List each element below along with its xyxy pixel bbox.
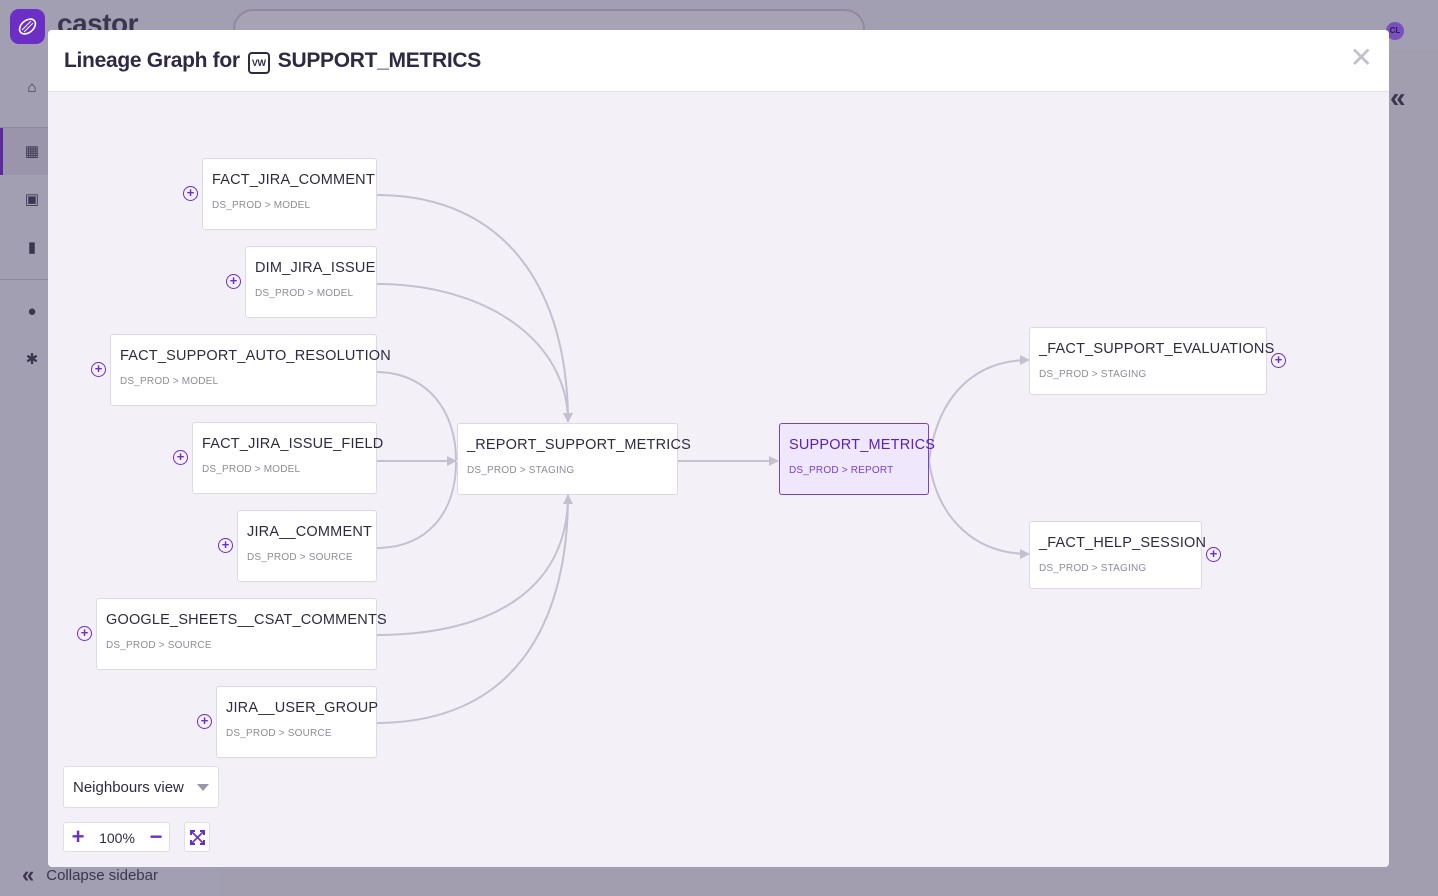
zoom-level: 100% [99,830,135,846]
node-path: DS_PROD > MODEL [120,376,219,387]
chevrons-left-icon: « [22,862,35,887]
modal-title-entity: SUPPORT_METRICS [277,49,482,72]
modal-header: Lineage Graph for VW SUPPORT_METRICS ✕ [48,30,1389,92]
lineage-node[interactable]: _FACT_HELP_SESSION DS_PROD > STAGING [1029,521,1207,589]
lineage-node[interactable]: FACT_JIRA_COMMENT DS_PROD > MODEL [202,158,377,230]
node-path: DS_PROD > STAGING [467,465,575,476]
expand-arrows-icon [190,830,205,845]
book-icon[interactable]: ▮ [27,239,37,256]
edge [928,460,1030,559]
node-name: FACT_JIRA_ISSUE_FIELD [202,436,384,452]
node-path: DS_PROD > SOURCE [106,640,212,651]
lineage-node[interactable]: DIM_JIRA_ISSUE DS_PROD > MODEL [245,246,377,318]
node-path: DS_PROD > SOURCE [226,728,332,739]
dashboard-icon[interactable]: ▣ [24,191,40,208]
node-name: JIRA__COMMENT [247,524,373,540]
node-path: DS_PROD > STAGING [1039,563,1147,574]
node-path: DS_PROD > STAGING [1039,369,1147,380]
edge [375,494,573,724]
lineage-node[interactable]: FACT_SUPPORT_AUTO_RESOLUTION DS_PROD > M… [110,334,391,406]
edge [375,494,569,636]
chevrons-left-icon[interactable]: « [1390,82,1406,113]
node-name: _REPORT_SUPPORT_METRICS [467,437,692,453]
expand-node-icon[interactable]: + [77,626,92,641]
edge [375,371,457,461]
zoom-controls: + 100% − [63,822,170,852]
node-path: DS_PROD > MODEL [255,288,354,299]
table-icon[interactable]: ▦ [24,143,40,160]
close-icon[interactable]: ✕ [1349,42,1373,73]
sidebar-divider [0,279,48,280]
gear-icon[interactable]: ✱ [25,351,39,368]
node-path: DS_PROD > MODEL [212,200,311,211]
avatar[interactable]: CL [1386,22,1404,40]
selected-lineage-node[interactable]: SUPPORT_METRICS DS_PROD > REPORT [779,423,936,495]
sidebar-active-indicator [0,128,48,175]
node-name: _FACT_SUPPORT_EVALUATIONS [1039,341,1275,357]
home-icon[interactable]: ⌂ [27,79,37,96]
collapse-sidebar-button[interactable]: « Collapse sidebar [22,862,158,888]
node-name: _FACT_HELP_SESSION [1039,535,1207,551]
expand-node-icon[interactable]: + [218,538,233,553]
lineage-node[interactable]: FACT_JIRA_ISSUE_FIELD DS_PROD > MODEL [192,422,384,494]
view-mode-select[interactable]: Neighbours view [63,766,219,808]
lineage-graph[interactable]: FACT_JIRA_COMMENT DS_PROD > MODEL + DIM_… [48,92,1389,867]
zoom-out-button[interactable]: − [149,824,163,849]
modal-title: Lineage Graph for VW SUPPORT_METRICS [64,49,481,74]
node-name: SUPPORT_METRICS [789,437,936,453]
lineage-node[interactable]: GOOGLE_SHEETS__CSAT_COMMENTS DS_PROD > S… [96,598,387,670]
node-name: FACT_JIRA_COMMENT [212,172,375,188]
edge [375,194,573,423]
lineage-modal: Lineage Graph for VW SUPPORT_METRICS ✕ [48,30,1389,867]
sidebar-divider [0,127,48,128]
edge [375,461,457,549]
node-name: GOOGLE_SHEETS__CSAT_COMMENTS [106,612,387,628]
expand-node-icon[interactable]: + [226,274,241,289]
expand-node-icon[interactable]: + [173,450,188,465]
node-path: DS_PROD > REPORT [789,465,894,476]
expand-node-icon[interactable]: + [197,714,212,729]
lineage-node[interactable]: JIRA__COMMENT DS_PROD > SOURCE [237,510,377,582]
lineage-node[interactable]: _FACT_SUPPORT_EVALUATIONS DS_PROD > STAG… [1029,327,1275,395]
view-mode-value: Neighbours view [73,779,184,796]
lineage-node[interactable]: _REPORT_SUPPORT_METRICS DS_PROD > STAGIN… [457,423,692,495]
user-icon[interactable]: ● [27,303,37,320]
edge [375,283,569,423]
fit-view-button[interactable] [184,822,210,852]
view-icon: VW [247,52,270,74]
expand-node-icon[interactable]: + [91,362,106,377]
expand-node-icon[interactable]: + [183,186,198,201]
lineage-edges [375,194,1030,724]
node-name: JIRA__USER_GROUP [226,700,379,716]
node-path: DS_PROD > MODEL [202,464,301,475]
castor-logo-icon[interactable] [10,9,45,44]
expand-node-icon[interactable]: + [1206,547,1221,562]
collapse-sidebar-label: Collapse sidebar [46,867,158,884]
caret-down-icon [197,784,209,791]
lineage-node[interactable]: JIRA__USER_GROUP DS_PROD > SOURCE [216,686,379,758]
edge [928,355,1030,462]
zoom-in-button[interactable]: + [71,824,85,849]
node-path: DS_PROD > SOURCE [247,552,353,563]
node-name: FACT_SUPPORT_AUTO_RESOLUTION [120,348,391,364]
expand-node-icon[interactable]: + [1271,353,1286,368]
modal-title-prefix: Lineage Graph for [64,49,240,72]
node-name: DIM_JIRA_ISSUE [255,260,376,276]
